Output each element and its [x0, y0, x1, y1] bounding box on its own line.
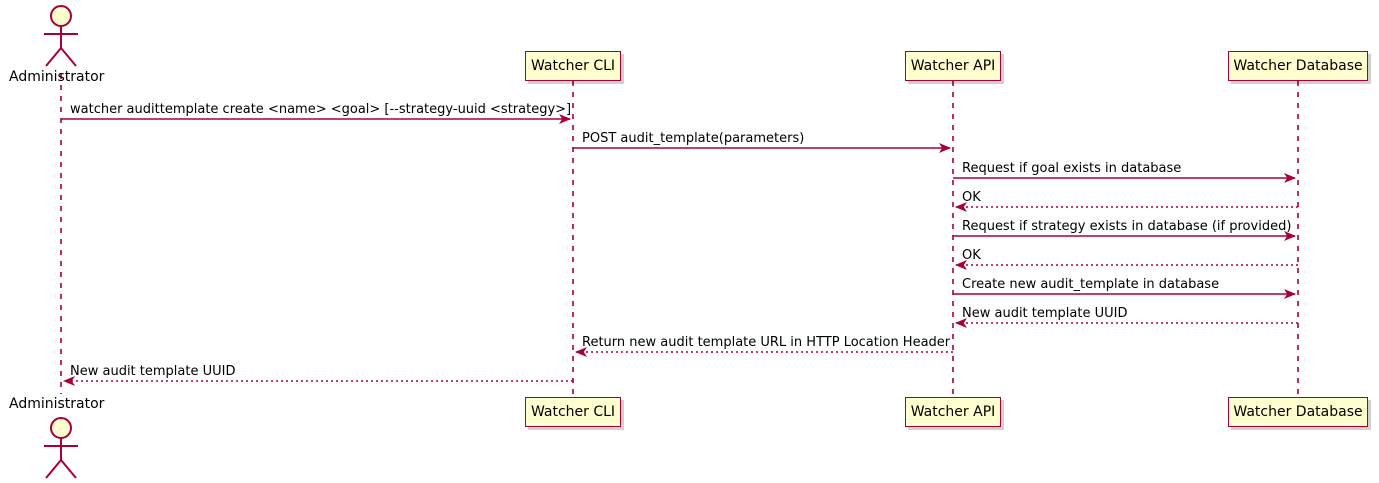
actor-label-top: Administrator: [9, 69, 105, 85]
participant-label-database-bottom: Watcher Database: [1233, 404, 1363, 420]
participant-box-cli-top[interactable]: Watcher CLI: [525, 51, 621, 81]
actor-label-bottom: Administrator: [9, 396, 105, 412]
participant-label-cli: Watcher CLI: [530, 58, 616, 74]
message-label-3: Request if goal exists in database: [962, 161, 1182, 176]
participant-box-api-top[interactable]: Watcher API: [905, 51, 1001, 81]
participant-label-cli-bottom: Watcher CLI: [530, 404, 616, 420]
actor-figure-top: [44, 5, 78, 67]
message-label-7: Create new audit_template in database: [962, 277, 1220, 292]
participant-label-api: Watcher API: [910, 58, 996, 74]
message-label-8: New audit template UUID: [962, 306, 1128, 321]
actor-figure-bottom: [44, 417, 78, 479]
message-label-10: New audit template UUID: [70, 364, 236, 379]
participant-box-api-bottom[interactable]: Watcher API: [905, 397, 1001, 427]
participant-box-database-top[interactable]: Watcher Database: [1228, 51, 1368, 81]
participant-label-api-bottom: Watcher API: [910, 404, 996, 420]
participant-box-database-bottom[interactable]: Watcher Database: [1228, 397, 1368, 427]
message-label-5: Request if strategy exists in database (…: [962, 219, 1292, 234]
messages-group: [61, 114, 1298, 386]
message-label-2: POST audit_template(parameters): [582, 131, 805, 146]
participant-label-database: Watcher Database: [1233, 58, 1363, 74]
message-label-6: OK: [962, 248, 981, 263]
participant-box-cli-bottom[interactable]: Watcher CLI: [525, 397, 621, 427]
message-label-1: watcher audittemplate create <name> <goa…: [70, 102, 572, 117]
lifelines-group: [60, 74, 1299, 397]
message-label-9: Return new audit template URL in HTTP Lo…: [582, 335, 951, 350]
message-label-4: OK: [962, 190, 981, 205]
